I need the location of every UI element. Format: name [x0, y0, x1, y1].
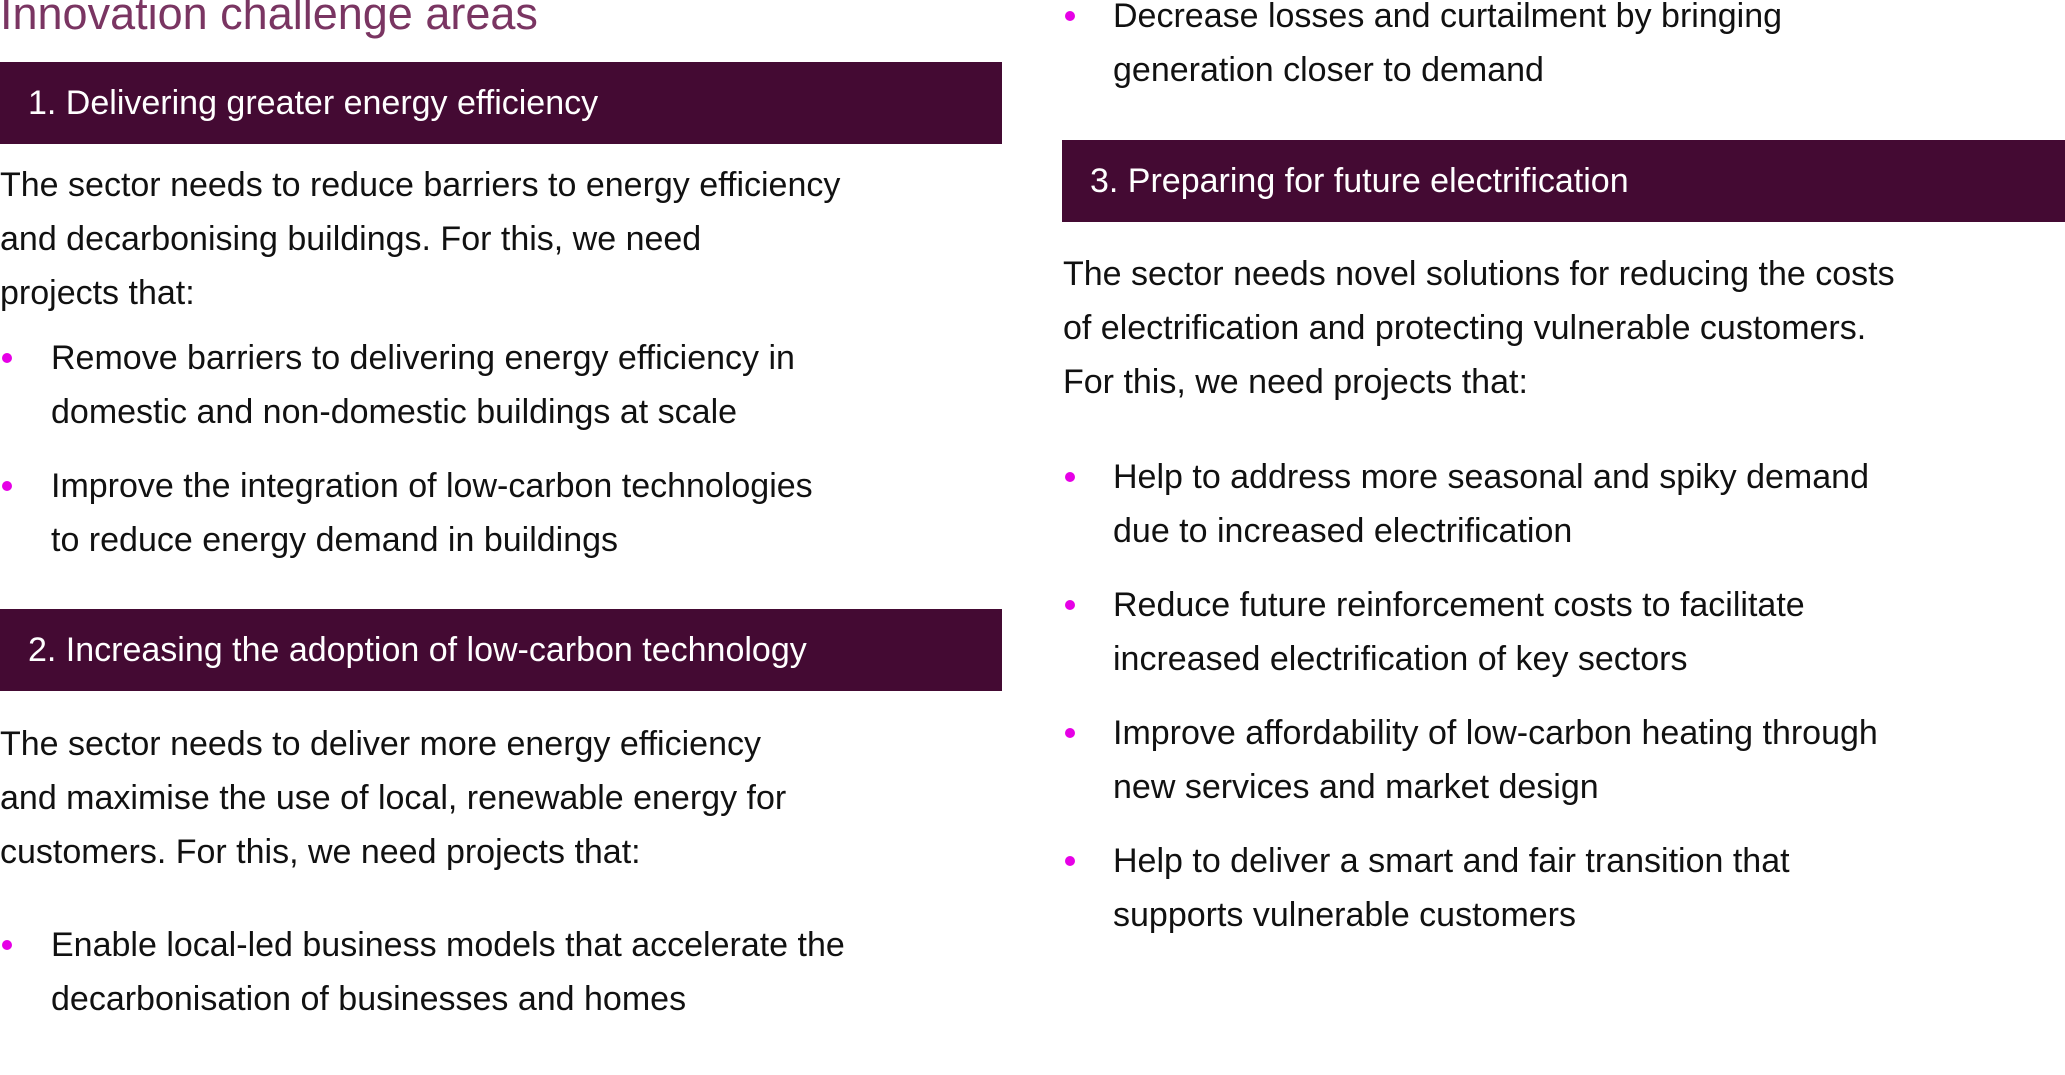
- intro-line: For this, we need projects that:: [1063, 363, 1528, 401]
- continued-bullet-list: Decrease losses and curtailment by bring…: [1064, 0, 2065, 117]
- list-item: Decrease losses and curtailment by bring…: [1064, 0, 2065, 97]
- section-2-header: 2. Increasing the adoption of low-carbon…: [0, 609, 1002, 691]
- bullet-icon: [1065, 11, 1075, 21]
- page-title: Innovation challenge areas: [0, 0, 538, 39]
- section-2-intro: The sector needs to deliver more energy …: [0, 717, 1002, 879]
- bullet-icon: [1065, 856, 1075, 866]
- bullet-line: Help to address more seasonal and spiky …: [1113, 458, 1869, 496]
- intro-line: and maximise the use of local, renewable…: [0, 779, 787, 817]
- bullet-line: Remove barriers to delivering energy eff…: [51, 339, 795, 377]
- bullet-icon: [2, 353, 12, 363]
- section-1-intro: The sector needs to reduce barriers to e…: [0, 158, 1002, 320]
- intro-line: and decarbonising buildings. For this, w…: [0, 220, 702, 258]
- bullet-line: generation closer to demand: [1113, 51, 1544, 89]
- list-item: Help to address more seasonal and spiky …: [1064, 450, 2065, 558]
- bullet-icon: [1065, 472, 1075, 482]
- bullet-line: Improve affordability of low-carbon heat…: [1113, 714, 1878, 752]
- bullet-line: Reduce future reinforcement costs to fac…: [1113, 586, 1805, 624]
- intro-line: customers. For this, we need projects th…: [0, 833, 641, 871]
- bullet-line: Help to deliver a smart and fair transit…: [1113, 842, 1790, 880]
- bullet-icon: [2, 481, 12, 491]
- section-1-bullet-list: Remove barriers to delivering energy eff…: [0, 331, 1010, 587]
- list-item: Improve affordability of low-carbon heat…: [1064, 706, 2065, 814]
- list-item: Remove barriers to delivering energy eff…: [0, 331, 1010, 439]
- list-item: Enable local-led business models that ac…: [0, 918, 1010, 1026]
- bullet-icon: [1065, 600, 1075, 610]
- bullet-line: new services and market design: [1113, 768, 1599, 806]
- section-3-bullet-list: Help to address more seasonal and spiky …: [1064, 450, 2065, 962]
- bullet-line: due to increased electrification: [1113, 512, 1573, 550]
- intro-line: of electrification and protecting vulner…: [1063, 309, 1867, 347]
- list-item: Reduce future reinforcement costs to fac…: [1064, 578, 2065, 686]
- bullet-line: Improve the integration of low-carbon te…: [51, 467, 813, 505]
- bullet-icon: [2, 940, 12, 950]
- bullet-line: increased electrification of key sectors: [1113, 640, 1688, 678]
- intro-line: The sector needs to reduce barriers to e…: [0, 166, 841, 204]
- bullet-line: domestic and non-domestic buildings at s…: [51, 393, 738, 431]
- list-item: Help to deliver a smart and fair transit…: [1064, 834, 2065, 942]
- intro-line: The sector needs to deliver more energy …: [0, 725, 761, 763]
- bullet-line: Enable local-led business models that ac…: [51, 926, 845, 964]
- intro-line: projects that:: [0, 274, 195, 312]
- section-3-header: 3. Preparing for future electrification: [1062, 140, 2065, 222]
- bullet-line: decarbonisation of businesses and homes: [51, 980, 687, 1018]
- section-2-bullet-list: Enable local-led business models that ac…: [0, 918, 1010, 1046]
- bullet-line: supports vulnerable customers: [1113, 896, 1577, 934]
- bullet-line: Decrease losses and curtailment by bring…: [1113, 0, 1783, 35]
- section-3-intro: The sector needs novel solutions for red…: [1063, 247, 2063, 409]
- section-1-header: 1. Delivering greater energy efficiency: [0, 62, 1002, 144]
- intro-line: The sector needs novel solutions for red…: [1063, 255, 1895, 293]
- list-item: Improve the integration of low-carbon te…: [0, 459, 1010, 567]
- bullet-line: to reduce energy demand in buildings: [51, 521, 619, 559]
- bullet-icon: [1065, 728, 1075, 738]
